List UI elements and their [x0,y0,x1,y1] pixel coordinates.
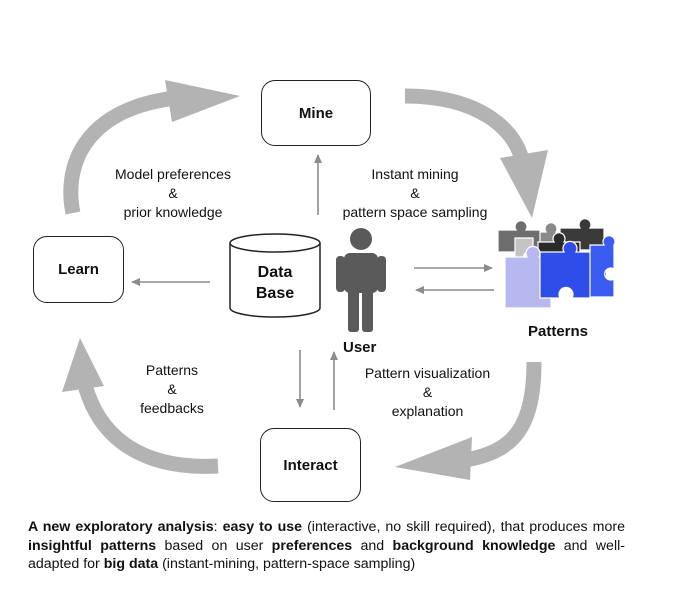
user-icon [336,228,386,332]
caption-part: easy to use [222,519,303,535]
edge-label-patterns-to-interact: Pattern visualization & explanation [364,365,491,419]
database-label: Data Base [255,264,295,302]
mine-node[interactable]: Mine [261,80,371,146]
edge-label-learn-to-mine: Model preferences & prior knowledge [115,166,231,220]
caption-text: A new exploratory analysis: easy to use … [28,518,625,574]
caption-part: and [352,537,393,554]
big-arrow-learn-to-mine [63,80,240,215]
edge-label-interact-to-learn: Patterns & feedbacks [140,362,204,416]
edge-label-mine-to-patterns: Instant mining & pattern space sampling [342,166,488,220]
caption-part: and well-adapted for [28,537,625,573]
caption-part: based on user [156,537,272,554]
caption-part: big data [103,556,159,572]
patterns-puzzle-icon [497,218,616,309]
interact-node[interactable]: Interact [260,428,361,502]
big-arrow-interact-to-learn [62,338,219,474]
interact-label: Interact [283,456,338,474]
learn-node[interactable]: Learn [33,236,124,303]
caption-part: (instant-mining, pattern-space sampling) [158,556,416,572]
caption-part: preferences [271,537,353,554]
patterns-label: Patterns [528,323,589,340]
caption-part: insightful patterns [28,537,157,554]
big-arrow-patterns-to-interact [395,361,542,480]
database-icon [229,233,321,318]
learn-label: Learn [58,261,99,278]
caption-part: A new exploratory analysis [28,519,214,535]
user-label: User [343,339,377,356]
caption-part: : [213,519,223,535]
caption-part: (interactive, no skill required), that p… [302,519,625,535]
mine-label: Mine [298,104,334,122]
big-arrow-mine-to-patterns [404,88,548,218]
caption-part: background knowledge [392,537,556,554]
